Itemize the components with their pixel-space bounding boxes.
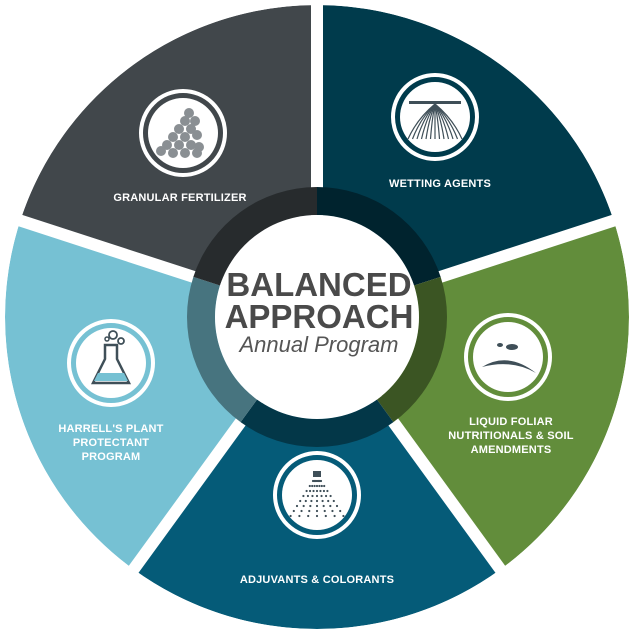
inner-rings [187, 187, 447, 448]
inner-band-liquid [376, 276, 447, 423]
label-wetting-line: WETTING AGENTS [389, 178, 491, 190]
flask-icon [67, 319, 155, 407]
inner-band-adjuvants [240, 399, 394, 448]
label-adjuvants-line: ADJUVANTS & COLORANTS [240, 574, 394, 586]
label-liquid-line: LIQUID FOLIAR [469, 416, 553, 428]
inner-band-harrells [187, 276, 258, 423]
label-harrells: HARRELL'S PLANT PROTECTANT PROGRAM [58, 423, 163, 463]
roots-icon [391, 73, 479, 161]
center-title-line2: APPROACH [225, 298, 414, 335]
label-harrells-line: PROTECTANT [73, 437, 149, 449]
label-liquid: LIQUID FOLIAR NUTRITIONALS & SOIL AMENDMEN… [448, 416, 573, 456]
label-harrells-line: PROGRAM [82, 451, 141, 463]
labels-group: GRANULAR FERTILIZER WETTING AGENTS LIQUID … [58, 178, 573, 586]
inner-band-granular [193, 187, 317, 286]
label-granular-line: GRANULAR FERTILIZER [113, 192, 246, 204]
label-liquid-line: NUTRITIONALS & SOIL [448, 430, 573, 442]
center-circle [215, 215, 419, 419]
icons-group [67, 73, 552, 539]
label-harrells-line: HARRELL'S PLANT [58, 423, 163, 435]
granules-icon [139, 89, 227, 177]
label-adjuvants: ADJUVANTS & COLORANTS [240, 574, 394, 586]
spray-icon [273, 451, 361, 539]
label-wetting: WETTING AGENTS [389, 178, 491, 190]
inner-band-wetting [317, 187, 441, 286]
center-hub: BALANCED APPROACH Annual Program [215, 215, 419, 419]
label-liquid-line: AMENDMENTS [471, 444, 552, 456]
label-granular: GRANULAR FERTILIZER [113, 192, 246, 204]
center-title-line1: BALANCED [226, 266, 411, 303]
leaf-droplet-icon [464, 313, 552, 401]
center-subtitle: Annual Program [238, 332, 399, 357]
